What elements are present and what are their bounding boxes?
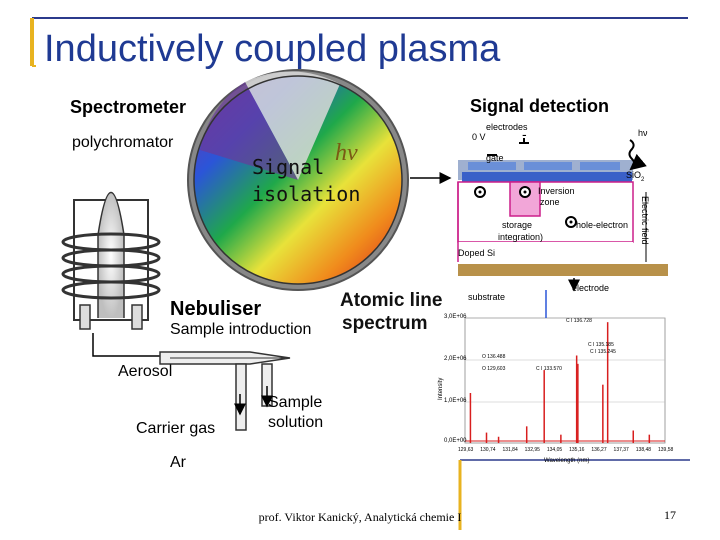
peak-label-ci-133-570: C I 133.570: [536, 366, 562, 372]
peak-label-ci-135-185: C I 135.185: [588, 342, 614, 348]
isolation-label: isolation: [252, 182, 361, 206]
electric-field-label: Electric field: [640, 196, 650, 245]
signal-detection-label: Signal detection: [470, 96, 610, 116]
polychromator-label: polychromator: [72, 134, 174, 151]
sio2-label: SiO2: [626, 170, 645, 183]
electrode-label: electrode: [572, 283, 610, 293]
spectrometer-label: Spectrometer: [70, 97, 187, 117]
peak-label-o-136-488: O 136.488: [482, 354, 506, 360]
peak-label-ci-136-728: C I 136.728: [566, 318, 592, 324]
x-tick-label: 139,58: [658, 447, 674, 453]
integration-label: integration): [498, 232, 544, 242]
x-tick-label: 137,37: [613, 447, 629, 453]
page-number: 17: [664, 508, 676, 522]
x-tick-label: 136,27: [591, 447, 607, 453]
x-tick-label: 131,84: [502, 447, 518, 453]
slide-title: Inductively coupled plasma: [44, 28, 501, 70]
x-axis-label: Wavelength (nm): [544, 458, 590, 464]
nebuliser: [159, 351, 291, 431]
sample-label: Sample: [268, 394, 323, 411]
x-tick-label: 134,05: [546, 447, 563, 453]
x-ticks: 129,63 130,74 131,84 132,95 134,05 135,16 136,…: [458, 447, 673, 455]
footer-author: prof. Viktor Kanický, Analytická chemie …: [258, 510, 462, 524]
gate-label: gate: [486, 153, 504, 163]
y-tick-3: 3,0E+06: [444, 314, 467, 320]
peak-label-ci-135-245: C I 135.245: [590, 349, 616, 355]
sample-introduction-label: Sample introduction: [170, 321, 312, 338]
y-axis-label: Intensity: [438, 377, 444, 400]
electrodes-label: electrodes: [486, 122, 528, 132]
spectrum-label: spectrum: [342, 313, 428, 334]
detector-hv-label: hν: [638, 128, 648, 138]
x-tick-label: 135,16: [569, 447, 585, 453]
ar-label: Ar: [170, 454, 186, 471]
y-tick-2: 2,0E+06: [444, 356, 467, 362]
y-tick-1: 1,0E+06: [444, 398, 467, 404]
polychromator-disc: [187, 69, 409, 291]
solution-label: solution: [268, 414, 324, 431]
plasma-torch: [61, 191, 161, 330]
storage-label: storage: [502, 220, 533, 230]
hole-electron-label: hole-electron: [576, 220, 629, 230]
zone-label: zone: [540, 197, 560, 207]
substrate-label: substrate: [468, 292, 506, 302]
y-tick-0: 0,0E+00: [444, 438, 467, 444]
minus-label: -: [522, 126, 527, 142]
zero-v-label: 0 V: [472, 132, 486, 142]
ccd-detector: [457, 138, 668, 292]
spectrum-plot: [464, 317, 666, 444]
substrate-layer: [458, 264, 668, 276]
inversion-label: Inversion: [538, 186, 575, 196]
hv-label: hν: [335, 140, 358, 166]
x-tick-label: 138,48: [635, 447, 652, 453]
carrier-gas-label: Carrier gas: [136, 420, 216, 437]
x-tick-label: 129,63: [458, 447, 474, 453]
x-tick-label: 132,95: [524, 447, 540, 453]
peak-label-o-129-603: O 129,603: [482, 366, 506, 372]
doped-si-label: Doped Si: [458, 248, 496, 258]
aerosol-label: Aerosol: [118, 363, 173, 380]
x-tick-label: 130,74: [480, 447, 496, 453]
signal-label: Signal: [252, 155, 325, 179]
atomic-line-label: Atomic line: [340, 290, 443, 311]
nebuliser-label: Nebuliser: [170, 298, 262, 320]
